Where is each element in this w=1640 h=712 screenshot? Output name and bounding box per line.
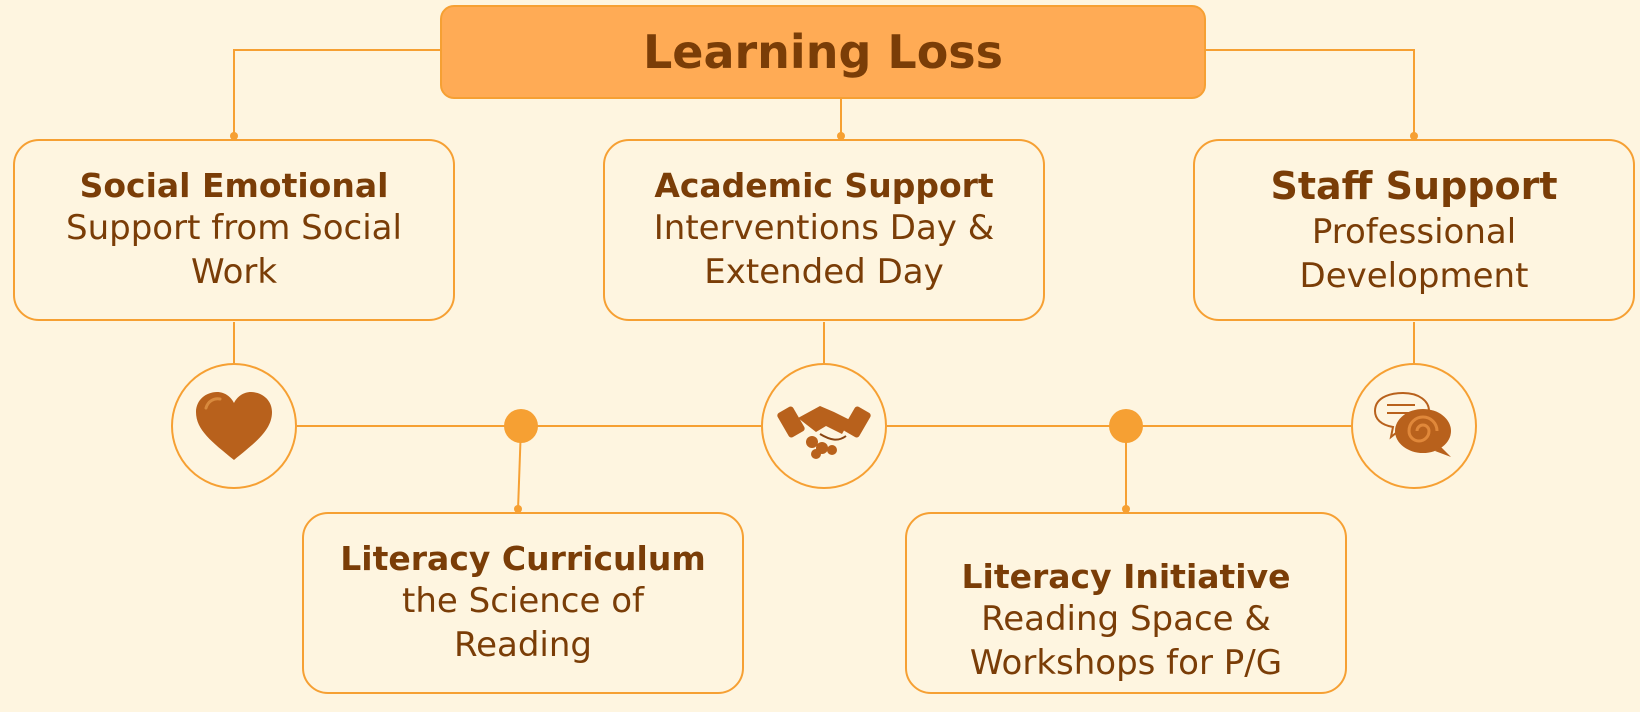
node-academic-support: Academic Support Interventions Day & Ext… [603,139,1045,321]
node-body: the Science of Reading [402,581,644,665]
branch-node-curriculum [504,409,538,443]
junction-dot [1410,132,1418,140]
node-title: Social Emotional [79,166,389,205]
title-box: Learning Loss [440,5,1206,99]
connector-title-social [233,49,440,137]
diagram-title: Learning Loss [642,25,1004,79]
handshake-icon [777,406,871,459]
node-body: Interventions Day & Extended Day [653,208,995,292]
junction-dot [837,132,845,140]
branch-node-initiative [1109,409,1143,443]
heart-icon [196,392,272,460]
junction-dot [1122,505,1130,513]
node-body: Professional Development [1299,212,1529,296]
node-title: Staff Support [1270,164,1558,208]
junction-dot [230,132,238,140]
node-staff-support: Staff Support Professional Development [1193,139,1635,321]
node-literacy-curriculum: Literacy Curriculum the Science of Readi… [302,512,744,694]
node-literacy-initiative: Literacy Initiative Reading Space & Work… [905,512,1347,694]
node-social-emotional: Social Emotional Support from Social Wor… [13,139,455,321]
icon-circle-staff [1351,363,1477,489]
node-title: Academic Support [654,166,994,205]
junction-dot [514,505,522,513]
connector-title-staff [1206,49,1415,137]
speech-bubbles-icon [1373,391,1451,457]
node-title: Literacy Initiative [961,557,1291,596]
icon-circle-social [171,363,297,489]
node-body: Support from Social Work [66,208,402,292]
node-body: Reading Space & Workshops for P/G [969,599,1283,683]
node-title: Literacy Curriculum [340,539,706,578]
icon-circle-academic [761,363,887,489]
